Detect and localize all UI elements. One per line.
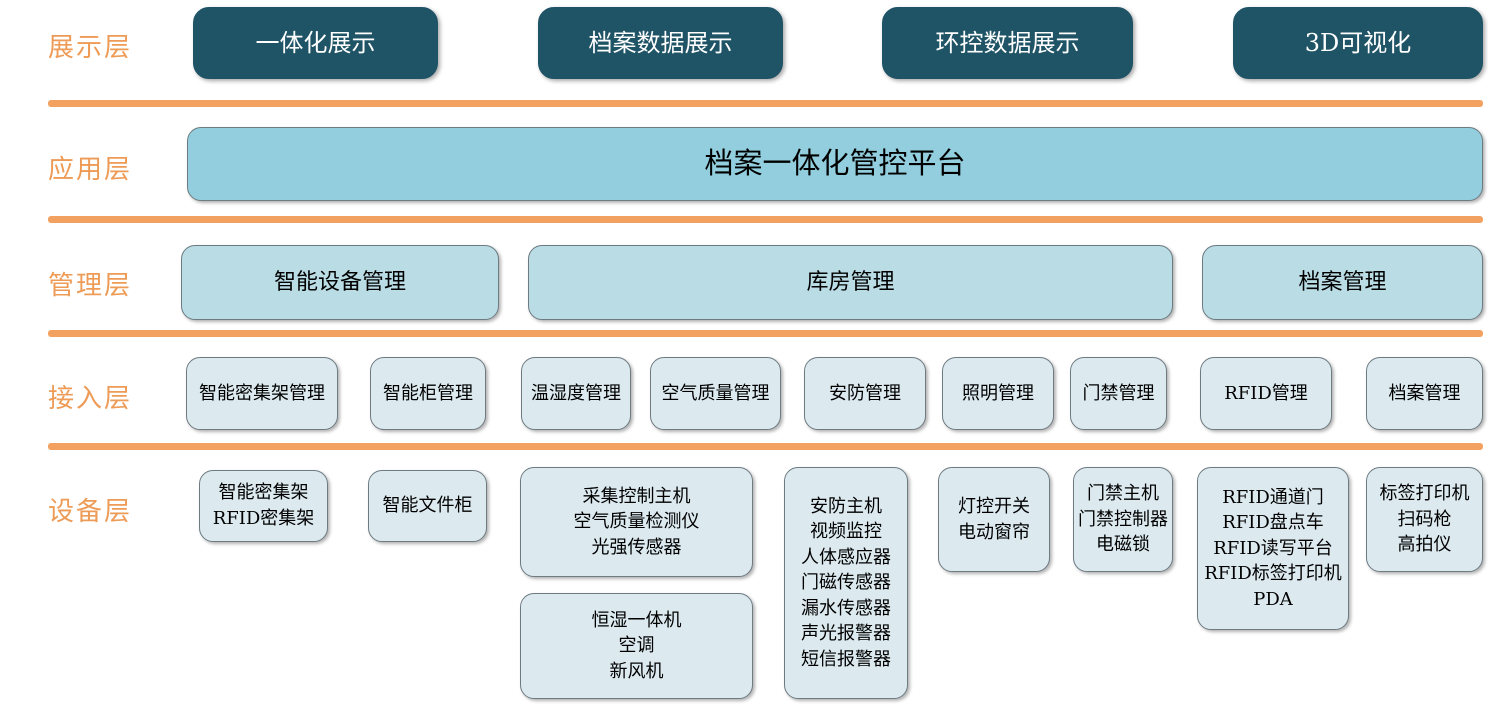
layer-label-device: 设备层	[48, 497, 133, 527]
access-box-smart-shelf[interactable]: 智能密集架管理	[186, 357, 338, 430]
layer-label-access: 接入层	[48, 384, 133, 414]
device-box-smart-shelf[interactable]: 智能密集架 RFID密集架	[199, 470, 328, 542]
device-box-lighting-control[interactable]: 灯控开关 电动窗帘	[938, 467, 1050, 572]
device-box-label-printer[interactable]: 标签打印机 扫码枪 高拍仪	[1366, 467, 1483, 572]
device-box-access-control[interactable]: 门禁主机 门禁控制器 电磁锁	[1073, 467, 1173, 572]
device-box-rfid-devices[interactable]: RFID通道门 RFID盘点车 RFID读写平台 RFID标签打印机 PDA	[1197, 467, 1349, 630]
access-box-smart-cabinet[interactable]: 智能柜管理	[370, 357, 486, 430]
layer-label-application: 应用层	[48, 155, 133, 185]
display-box-integrated[interactable]: 一体化展示	[193, 7, 438, 79]
application-box-platform[interactable]: 档案一体化管控平台	[187, 127, 1483, 201]
device-box-security-host[interactable]: 安防主机 视频监控 人体感应器 门磁传感器 漏水传感器 声光报警器 短信报警器	[784, 467, 908, 699]
divider-access-device	[48, 443, 1483, 450]
display-box-environment-data[interactable]: 环控数据展示	[882, 7, 1133, 79]
display-box-3d-visualization[interactable]: 3D可视化	[1233, 7, 1483, 79]
access-box-door-access[interactable]: 门禁管理	[1070, 357, 1167, 430]
divider-application-management	[48, 216, 1483, 223]
management-box-warehouse[interactable]: 库房管理	[528, 245, 1173, 320]
access-box-archive[interactable]: 档案管理	[1366, 357, 1483, 430]
access-box-air-quality[interactable]: 空气质量管理	[650, 357, 781, 430]
device-box-humidity-hvac[interactable]: 恒湿一体机 空调 新风机	[520, 593, 753, 699]
device-box-smart-file-cabinet[interactable]: 智能文件柜	[368, 470, 487, 542]
device-box-collection-host[interactable]: 采集控制主机 空气质量检测仪 光强传感器	[520, 467, 753, 577]
access-box-rfid[interactable]: RFID管理	[1200, 357, 1332, 430]
access-box-lighting[interactable]: 照明管理	[942, 357, 1054, 430]
layer-label-display: 展示层	[48, 33, 133, 63]
management-box-archive[interactable]: 档案管理	[1202, 245, 1483, 320]
divider-display-application	[48, 100, 1483, 107]
management-box-device[interactable]: 智能设备管理	[181, 245, 499, 320]
access-box-security[interactable]: 安防管理	[804, 357, 926, 430]
divider-management-access	[48, 330, 1483, 337]
access-box-temp-humidity[interactable]: 温湿度管理	[521, 357, 631, 430]
display-box-archive-data[interactable]: 档案数据展示	[538, 7, 783, 79]
layer-label-management: 管理层	[48, 271, 133, 301]
